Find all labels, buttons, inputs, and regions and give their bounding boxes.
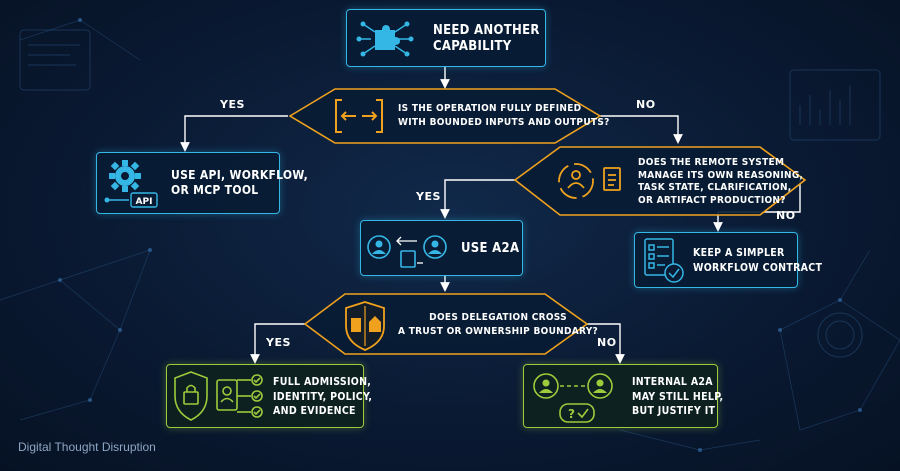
q3-yes-label: YES (266, 336, 291, 349)
internal-a2a-node: ? INTERNAL A2A MAY STILL HELP, BUT JUSTI… (523, 364, 723, 428)
background-hud-right (789, 69, 881, 358)
q1-question: IS THE OPERATION FULLY DEFINED WITH BOUN… (398, 103, 610, 128)
watermark: Digital Thought Disruption (18, 440, 156, 454)
simpler-workflow-node: KEEP A SIMPLER WORKFLOW CONTRACT (634, 232, 822, 288)
bounded-arrows-icon (335, 99, 383, 133)
q1-yes-label: YES (220, 98, 245, 111)
full-admission-label: FULL ADMISSION, IDENTITY, POLICY, AND EV… (273, 376, 373, 417)
simpler-workflow-label: KEEP A SIMPLER WORKFLOW CONTRACT (693, 247, 823, 274)
api-icon-text: API (136, 197, 153, 207)
q2-no-label: NO (776, 209, 796, 222)
background-dots (58, 18, 862, 452)
q2-yes-label: YES (416, 190, 441, 203)
a2a-node-label: USE A2A (461, 241, 520, 256)
internal-a2a-label: INTERNAL A2A MAY STILL HELP, BUT JUSTIFY… (632, 376, 724, 417)
full-admission-node: FULL ADMISSION, IDENTITY, POLICY, AND EV… (166, 364, 372, 428)
agents-verify-icon: ? (533, 373, 613, 423)
decision-diamond-q1 (288, 88, 602, 144)
trust-boundary-shield-icon (345, 301, 385, 351)
q3-no-label: NO (597, 336, 617, 349)
question-mark-icon: ? (568, 407, 575, 421)
background-hud-left (19, 29, 91, 91)
agent-exchange-icon (367, 235, 447, 268)
q2-question: DOES THE REMOTE SYSTEM MANAGE ITS OWN RE… (638, 157, 804, 206)
reasoning-cycle-icon (558, 163, 621, 199)
gear-api-icon: API (104, 160, 158, 208)
q3-question: DOES DELEGATION CROSS A TRUST OR OWNERSH… (398, 312, 599, 337)
a2a-node: USE A2A (360, 220, 523, 276)
shield-identity-check-icon (174, 371, 263, 421)
start-node: NEED ANOTHER CAPABILITY (346, 9, 546, 67)
api-node-label: USE API, WORKFLOW, OR MCP TOOL (171, 168, 309, 197)
start-node-label: NEED ANOTHER CAPABILITY (433, 23, 540, 54)
connectors (180, 67, 801, 364)
puzzle-circuit-icon (356, 21, 414, 57)
q1-no-label: NO (636, 98, 656, 111)
decision-diamond-q2 (513, 146, 807, 216)
checklist-icon (644, 238, 684, 283)
api-node: API USE API, WORKFLOW, OR MCP TOOL (96, 152, 308, 214)
